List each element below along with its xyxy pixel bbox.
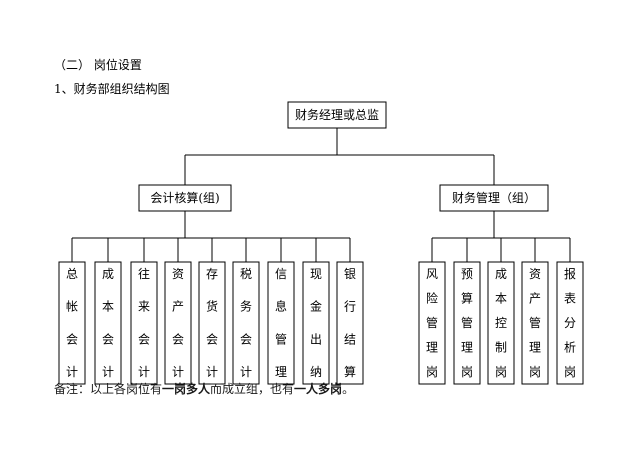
position-char: 信 xyxy=(275,267,287,281)
position-box xyxy=(94,261,122,385)
position-char: 会 xyxy=(138,332,150,346)
position-char: 总 xyxy=(66,267,78,281)
sub-heading: 1、财务部组织结构图 xyxy=(54,82,170,96)
position-char: 制 xyxy=(495,341,507,355)
note-suffix: 。 xyxy=(342,382,355,396)
position-char: 会 xyxy=(66,332,78,346)
position-box xyxy=(453,261,481,385)
position-box xyxy=(130,261,158,385)
position-char: 管 xyxy=(275,331,287,346)
position-char: 纳 xyxy=(310,365,322,379)
position-char: 成 xyxy=(495,267,507,281)
position-box xyxy=(164,261,192,385)
note-bold-1: 一岗多人 xyxy=(162,382,211,396)
position-box xyxy=(198,261,226,385)
position-char: 控 xyxy=(495,316,507,330)
position-char: 岗 xyxy=(495,365,507,379)
group-box xyxy=(439,184,549,212)
position-char: 本 xyxy=(102,300,114,314)
position-char: 理 xyxy=(426,341,438,355)
position-char: 会 xyxy=(172,332,184,346)
group-box xyxy=(138,184,232,212)
position-box xyxy=(521,261,549,385)
position-char: 产 xyxy=(529,292,541,306)
position-char: 报 xyxy=(564,266,576,281)
position-char: 会 xyxy=(102,332,114,346)
position-char: 会 xyxy=(240,332,252,346)
position-char: 本 xyxy=(495,292,507,306)
note-middle: 而成立组，也有 xyxy=(210,382,295,396)
position-box xyxy=(232,261,260,385)
position-char: 管 xyxy=(461,315,473,330)
position-char: 岗 xyxy=(426,365,438,379)
position-box xyxy=(302,261,330,385)
position-char: 税 xyxy=(240,267,252,281)
section-heading: （二） 岗位设置 xyxy=(54,58,142,72)
position-char: 计 xyxy=(172,365,184,379)
footnote: 备注：以上各岗位有一岗多人而成立组，也有一人多岗。 xyxy=(54,382,354,396)
chart-nodes: 财务经理或总监会计核算(组)总帐会计成本会计往来会计资产会计存货会计税务会计信息… xyxy=(58,101,584,385)
position-char: 现 xyxy=(310,267,322,281)
position-char: 出 xyxy=(310,332,322,346)
root-label: 财务经理或总监 xyxy=(295,107,379,122)
position-char: 资 xyxy=(172,267,184,281)
position-char: 理 xyxy=(529,341,541,355)
position-box xyxy=(487,261,515,385)
position-char: 理 xyxy=(275,365,287,379)
position-char: 表 xyxy=(564,292,576,306)
position-char: 息 xyxy=(275,299,287,314)
position-char: 理 xyxy=(461,341,473,355)
position-char: 算 xyxy=(461,291,473,306)
position-char: 计 xyxy=(206,365,218,379)
position-char: 分 xyxy=(564,316,576,330)
position-char: 预 xyxy=(461,267,473,281)
position-char: 务 xyxy=(240,299,252,314)
position-char: 帐 xyxy=(66,299,78,314)
position-char: 析 xyxy=(564,341,576,355)
position-char: 结 xyxy=(344,332,356,346)
position-char: 计 xyxy=(240,365,252,379)
position-char: 岗 xyxy=(564,365,576,379)
position-box xyxy=(58,261,86,385)
position-char: 岗 xyxy=(529,365,541,379)
position-char: 货 xyxy=(206,299,218,314)
position-char: 计 xyxy=(66,365,78,379)
position-char: 金 xyxy=(310,299,322,314)
position-char: 管 xyxy=(529,315,541,330)
position-box xyxy=(267,261,295,385)
note-bold-2: 一人多岗 xyxy=(294,382,343,396)
note-prefix: 备注：以上各岗位有 xyxy=(54,382,163,396)
position-char: 资 xyxy=(529,267,541,281)
position-box xyxy=(556,261,584,385)
position-char: 岗 xyxy=(461,365,473,379)
position-char: 风 xyxy=(426,267,438,281)
position-box xyxy=(418,261,446,385)
position-char: 来 xyxy=(138,300,150,314)
position-char: 计 xyxy=(138,365,150,379)
position-box xyxy=(336,261,364,385)
position-char: 管 xyxy=(426,315,438,330)
root-box xyxy=(287,101,387,129)
position-char: 会 xyxy=(206,332,218,346)
position-char: 成 xyxy=(102,267,114,281)
position-char: 银 xyxy=(344,267,356,281)
group-label: 财务管理（组） xyxy=(452,190,536,205)
position-char: 计 xyxy=(102,365,114,379)
position-char: 往 xyxy=(138,266,150,281)
position-char: 产 xyxy=(172,300,184,314)
position-char: 险 xyxy=(426,291,438,306)
position-char: 行 xyxy=(344,300,356,314)
position-char: 存 xyxy=(206,267,218,281)
connector-lines xyxy=(71,128,571,262)
position-char: 算 xyxy=(344,364,356,379)
group-label: 会计核算(组) xyxy=(150,190,219,205)
